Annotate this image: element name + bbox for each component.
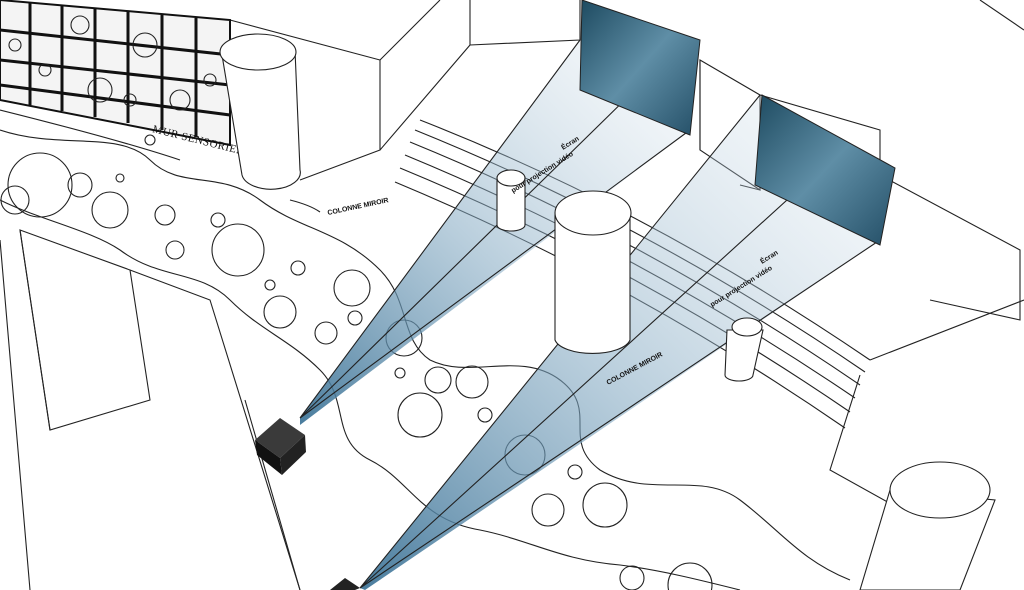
small-column-1 [496,169,526,232]
projection-beam-1 [300,40,690,425]
floor-pattern-outline [0,129,851,590]
video-screen-1 [579,0,701,136]
video-screen-2 [754,94,896,246]
mirror-column-large-1 [219,33,301,190]
sensory-wall: MUR SENSORIEL [0,0,245,158]
mirror-column-large-3 [859,461,996,590]
mirror-column-large-2 [554,190,632,354]
mirror-column-label-1: COLONNE MIROIR [327,197,389,217]
projector-1 [255,418,306,475]
projector-2 [330,578,360,590]
small-column-2 [724,317,764,382]
